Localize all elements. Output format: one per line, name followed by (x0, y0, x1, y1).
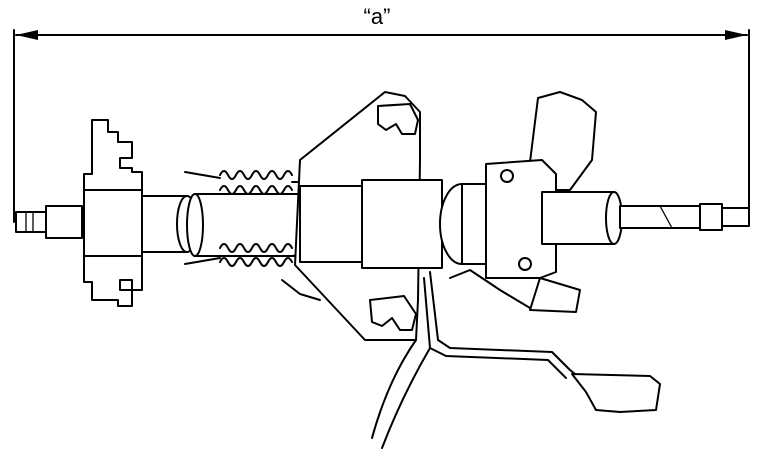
clamp-body (485, 159, 557, 279)
tilt-lever (423, 271, 661, 413)
lower-cables (281, 269, 531, 449)
shaft-collar-left (45, 205, 83, 239)
shaft-tube-right (541, 191, 615, 245)
bracket-clip-lower (369, 295, 417, 331)
bolt-lower (518, 257, 532, 271)
column-tube (141, 193, 306, 257)
bolt-upper (500, 169, 514, 183)
housing-block-center (361, 179, 443, 269)
shaft-rod-right (619, 205, 701, 229)
flange-plate (83, 119, 143, 307)
flange-bracket (83, 119, 143, 307)
shaft-tip-right (721, 207, 750, 227)
right-bracket (485, 91, 597, 313)
shaft-tip-left (15, 211, 47, 233)
tube-middle (194, 193, 306, 257)
right-shaft (541, 191, 750, 245)
dimension-label-a: “a” (363, 4, 391, 29)
spring-upper (219, 170, 293, 180)
housing-block-left (299, 185, 363, 263)
dimension-arrow-right (725, 30, 747, 40)
spring-lower (219, 243, 293, 253)
lever-handle (571, 373, 661, 413)
left-shaft (15, 205, 83, 239)
dimension-arrow-left (16, 30, 38, 40)
central-housing (299, 179, 493, 269)
dimension-a (13, 29, 750, 223)
bracket-clip-upper (377, 103, 419, 135)
